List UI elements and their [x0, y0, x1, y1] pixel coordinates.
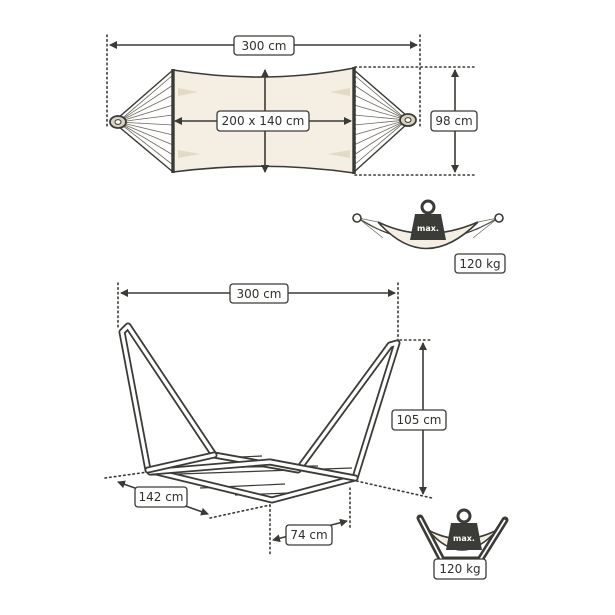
hammock-width-label: 98 cm [435, 114, 472, 128]
stand-length-label-box [229, 283, 289, 304]
weight-badge-bottom: max. [453, 534, 475, 543]
stand-ext-floor [351, 479, 433, 499]
stand-load-illustration: max. 120 kg [416, 508, 509, 580]
bed-size-label: 200 x 140 cm [222, 114, 305, 128]
hammock-length-label-box [233, 35, 295, 56]
stand-length-label: 300 cm [236, 287, 281, 301]
hammock-strings-right [353, 69, 408, 173]
stand-depth-label: 142 cm [138, 490, 183, 504]
hammock-width-label-box [430, 110, 478, 132]
stand-load-label: 120 kg [439, 562, 480, 576]
stand-depth-label-box [134, 486, 188, 508]
stand-ext-depth-left [104, 471, 149, 479]
bed-size-label-box [216, 110, 310, 132]
stand-height-label-box [391, 409, 447, 431]
weight-icon: max. [446, 508, 482, 550]
stand-load-label-box [433, 558, 487, 580]
stand-foot-label: 74 cm [290, 528, 327, 542]
hammock-stand: 300 cm 105 cm 142 cm 74 cm [104, 282, 447, 556]
hammock-top-view: 300 cm 200 x 140 cm 98 cm [106, 34, 478, 176]
hammock-load-label-box [454, 253, 506, 274]
hammock-load-label: 120 kg [459, 257, 500, 271]
hammock-length-label: 300 cm [241, 39, 286, 53]
stand-ext-depth-right [209, 504, 271, 519]
weight-icon: max. [410, 199, 446, 240]
stand-height-label: 105 cm [396, 413, 441, 427]
hammock-load-illustration: max. 120 kg [352, 199, 506, 274]
weight-badge-top: max. [417, 224, 439, 233]
stand-foot-label-box [285, 524, 333, 546]
